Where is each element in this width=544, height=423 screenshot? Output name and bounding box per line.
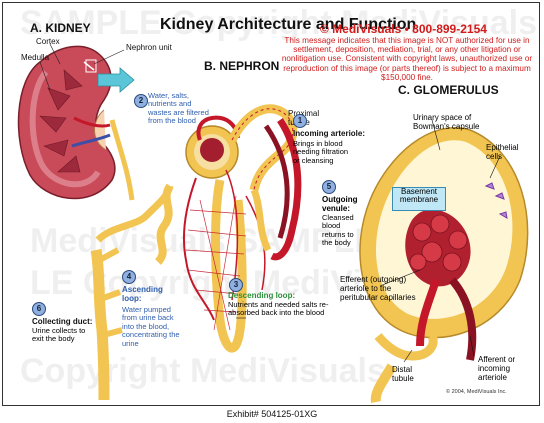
step-1-badge: 1 [293,114,307,128]
section-nephron-heading: B. NEPHRON [204,59,280,73]
copyright-small: © 2004, MediVisuals Inc. [446,389,507,395]
exhibit-number: Exhibit# 504125-01XG [226,409,318,419]
section-kidney-heading: A. KIDNEY [30,21,91,35]
label-cortex: Cortex [36,37,60,46]
label-nephron-unit: Nephron unit [126,43,172,52]
step-4-badge: 4 [122,270,136,284]
contact-phone: © MediVisuals • 800-899-2154 [320,22,487,36]
step-3-text: Nutrients and needed salts re-absorbed b… [228,300,329,318]
page-title: Kidney Architecture and Function [160,16,417,33]
zoom-arrow [97,67,135,93]
label-basement-membrane: Basement membrane [392,187,446,211]
label-afferent-arteriole: Afferent or incoming arteriole [478,355,516,382]
step-4-title: Ascending loop: [122,285,163,303]
step-6-title: Collecting duct: [32,317,93,326]
step-3-badge: 3 [229,278,243,292]
exhibit-border [2,2,540,406]
step-6-text: Urine collects to exit the body [32,326,86,344]
label-medulla: Medulla [21,53,50,62]
nephron-illustration [90,104,302,401]
step-2-badge: 2 [134,94,148,108]
glomerulus-illustration [359,119,529,403]
step-1-text: Brings in blood needing filtration or cl… [293,139,349,165]
step-6-badge: 6 [32,302,46,316]
label-distal-tubule: Distal tubule [392,365,414,383]
section-glomerulus-heading: C. GLOMERULUS [398,83,499,97]
step-3-title: Descending loop: [228,291,296,300]
step-5-text: Cleansed blood returns to the body [322,213,354,248]
label-epithelial-cells: Epithelial cells [486,143,519,161]
step-5-badge: 5 [322,180,336,194]
label-efferent-arteriole: Efferent (outgoing) arteriole to the per… [340,275,416,302]
kidney-illustration [17,43,135,201]
copyright-notice: This message indicates that this image i… [281,36,533,82]
step-1-title: Incoming arteriole: [293,129,366,138]
label-urinary-space: Urinary space of Bowman's capsule [413,113,480,131]
step-2-text: Water, salts, nutrients and wastes are f… [148,91,209,126]
step-5-title: Outgoing venule: [322,195,358,213]
step-4-text: Water pumped from urine back into the bl… [122,305,180,348]
